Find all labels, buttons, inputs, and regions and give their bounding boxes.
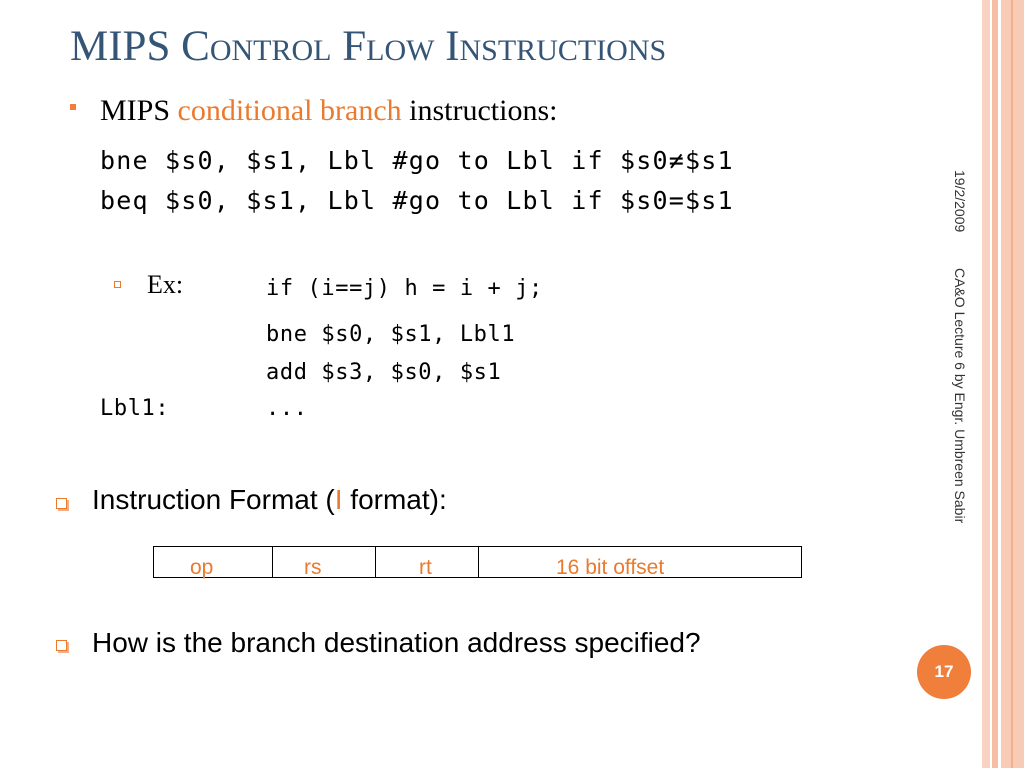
example-label-line: Lbl1: — [100, 396, 170, 421]
example-code-line: ... — [266, 396, 308, 421]
code-line-beq: beq $s0, $s1, Lbl #go to Lbl if $s0=$s1 — [100, 186, 734, 215]
example-label: Ex: — [147, 270, 184, 299]
field-label: rt — [419, 556, 432, 579]
bullet-conditional-branch: MIPS conditional branch instructions: — [100, 94, 557, 128]
field-label: op — [190, 556, 214, 579]
instruction-format-table: op rs rt 16 bit offset — [153, 546, 802, 579]
decorative-stripe — [990, 0, 992, 768]
page-number-badge: 17 — [917, 645, 971, 699]
bullet-highlight: conditional branch — [177, 94, 402, 127]
bullet-suffix: instructions: — [401, 94, 558, 127]
checkbox-bullet-icon — [56, 498, 67, 509]
example-code-line: if (i==j) h = i + j; — [266, 276, 543, 301]
decorative-stripe — [998, 0, 1001, 768]
question-text: How is the branch destination address sp… — [92, 627, 701, 658]
decorative-stripe — [982, 0, 990, 768]
field-label: 16 bit offset — [556, 556, 665, 579]
format-field-rs: rs — [273, 547, 376, 579]
format-prefix: Instruction Format ( — [92, 484, 335, 515]
slide-title: MIPS Control Flow Instructions — [70, 23, 667, 70]
code-line-bne: bne $s0, $s1, Lbl #go to Lbl if $s0≠$s1 — [100, 146, 734, 175]
example-code-line: bne $s0, $s1, Lbl1 — [266, 322, 516, 347]
hollow-square-bullet-icon — [114, 281, 121, 288]
decorative-stripe — [1011, 0, 1013, 768]
slide-date: 19/2/2009 — [952, 170, 968, 233]
instruction-format-heading: Instruction Format (I format): — [92, 484, 447, 516]
square-bullet-icon — [70, 104, 76, 110]
bullet-prefix: MIPS — [100, 94, 178, 127]
decorative-stripe — [992, 0, 998, 768]
example-code-line: add $s3, $s0, $s1 — [266, 360, 502, 385]
field-label: rs — [304, 556, 322, 579]
format-highlight: I — [334, 484, 343, 515]
checkbox-bullet-icon — [56, 640, 67, 651]
lecture-footer: CA&O Lecture 6 by Engr. Umbreen Sabir — [952, 268, 968, 524]
format-field-offset: 16 bit offset — [479, 547, 801, 579]
format-field-rt: rt — [376, 547, 479, 579]
format-suffix: format): — [342, 484, 447, 515]
format-field-op: op — [154, 547, 273, 579]
